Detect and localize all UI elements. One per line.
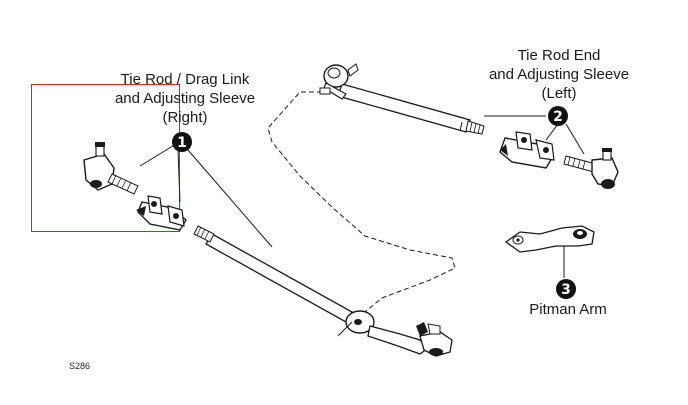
callout-1-line-2: and Adjusting Sleeve — [114, 90, 256, 107]
right-adjusting-sleeve — [136, 195, 187, 231]
callout-2-line-2: and Adjusting Sleeve — [488, 66, 630, 83]
callout-badge-2: 2 — [548, 106, 568, 126]
callout-badge-3: 3 — [556, 279, 576, 299]
linkage-path-dashed-outline — [267, 91, 456, 317]
leader-1-to-sleeve — [177, 149, 181, 203]
callout-2-label: Tie Rod End and Adjusting Sleeve (Left) — [474, 46, 644, 103]
callout-leader-lines — [139, 115, 585, 337]
svg-text:1: 1 — [177, 135, 187, 151]
leader-2-to-sleeve — [545, 123, 559, 141]
figure-code: S286 — [69, 361, 91, 371]
callout-3-label: Pitman Arm — [508, 300, 628, 319]
callout-2-line-1: Tie Rod End — [517, 47, 601, 64]
callout-2-line-3: (Left) — [541, 85, 577, 102]
right-assembly-highlight-box — [31, 84, 180, 232]
left-tie-rod — [319, 63, 485, 135]
callout-1-label: Tie Rod / Drag Link and Adjusting Sleeve… — [95, 70, 275, 127]
svg-text:3: 3 — [561, 282, 571, 298]
leader-1-to-rod — [187, 149, 273, 248]
callout-3-line-1: Pitman Arm — [529, 301, 607, 318]
leader-1-to-end — [139, 143, 177, 167]
callout-1-line-3: (Right) — [162, 109, 208, 126]
left-tie-rod-end — [563, 148, 619, 189]
right-drag-link — [193, 225, 453, 357]
callout-1-line-1: Tie Rod / Drag Link — [120, 71, 250, 88]
left-adjusting-sleeve — [499, 131, 555, 169]
right-tie-rod-end — [83, 142, 139, 195]
pitman-arm — [504, 225, 595, 253]
callout-badge-1: 1 — [172, 132, 192, 152]
leader-center-short — [337, 321, 353, 337]
leader-2-to-end — [565, 123, 585, 155]
svg-text:2: 2 — [553, 109, 563, 125]
